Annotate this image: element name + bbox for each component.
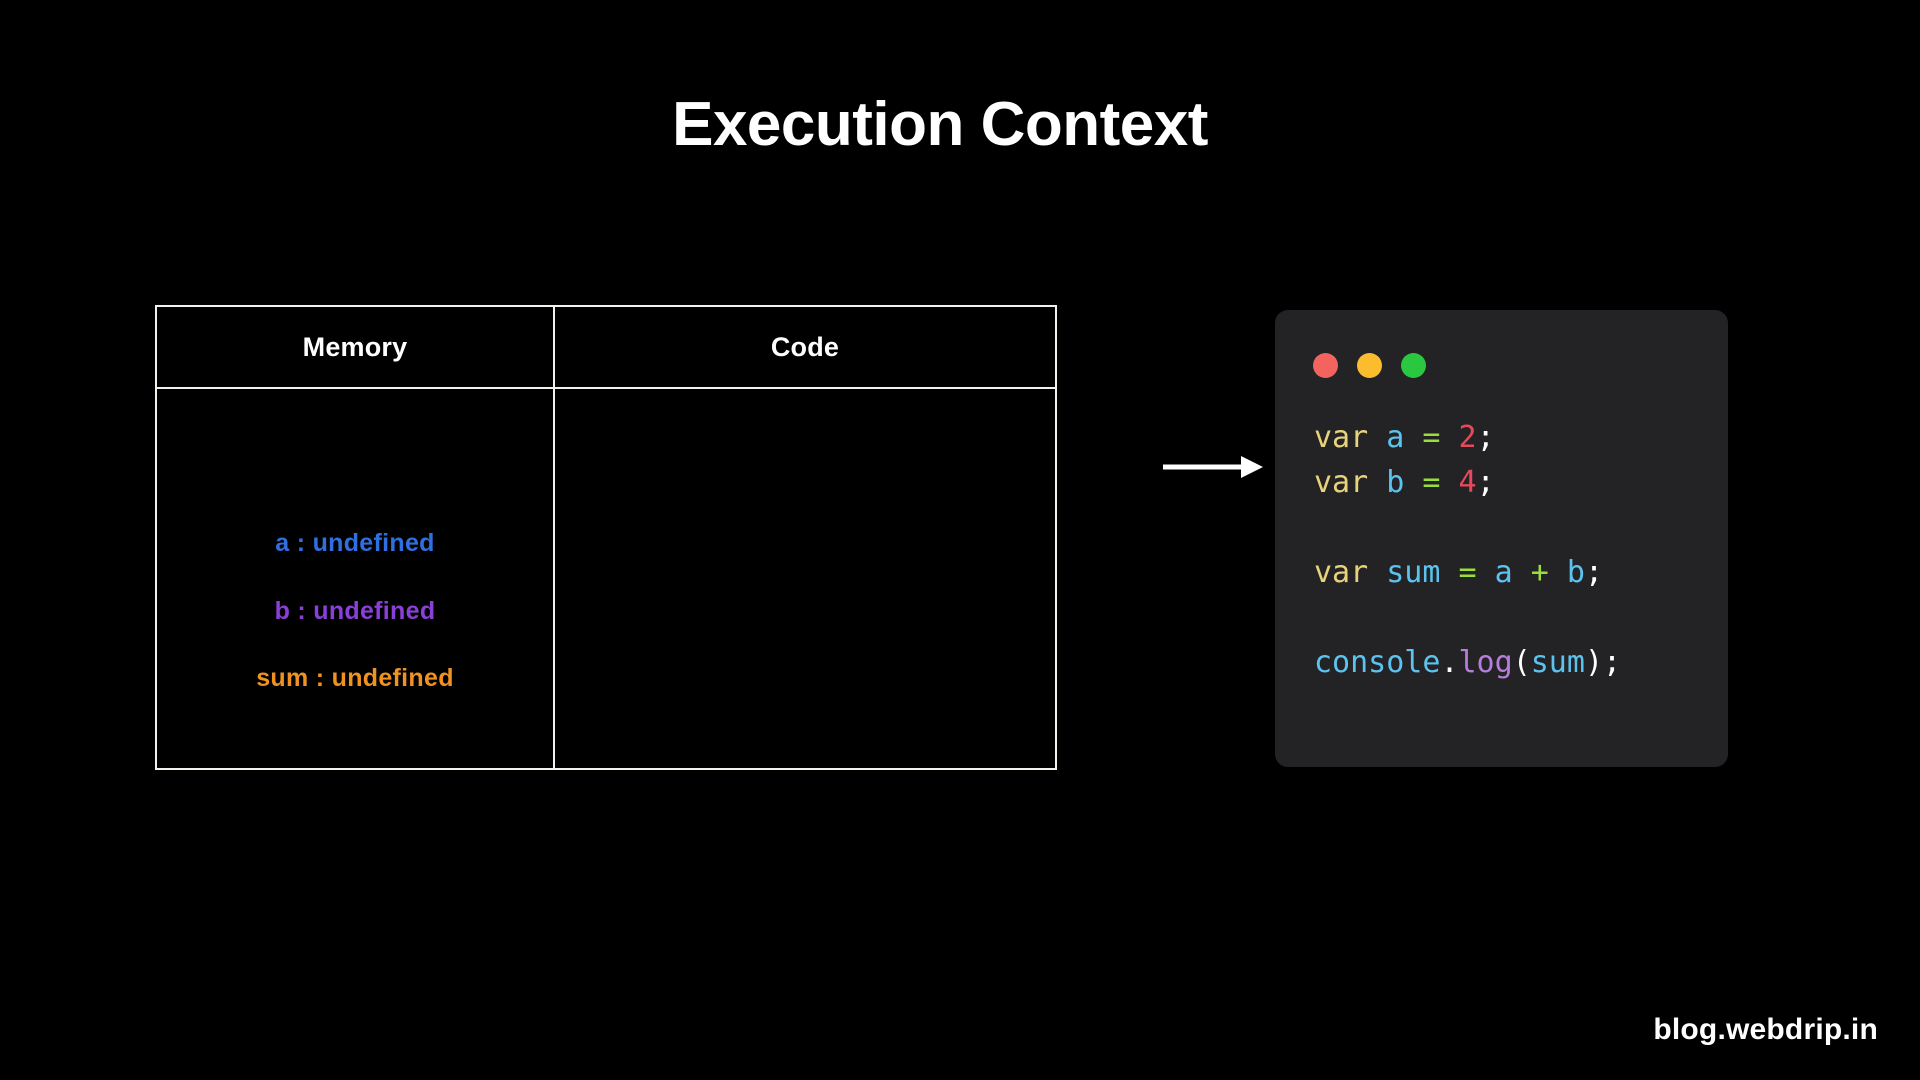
- footer-brand-label: blog.webdrip.in: [1653, 1013, 1878, 1046]
- code-token: .: [1440, 645, 1459, 680]
- code-token: console: [1314, 645, 1441, 680]
- maximize-dot-icon[interactable]: [1401, 353, 1426, 378]
- code-token: a: [1386, 420, 1405, 455]
- code-token: b: [1386, 465, 1405, 500]
- code-token: [1549, 555, 1567, 590]
- code-token: [1404, 420, 1422, 455]
- code-token: [1368, 555, 1386, 590]
- code-line-2: [1314, 505, 1718, 550]
- memory-variable-list: a : undefined b : undefined sum : undefi…: [157, 467, 553, 691]
- close-dot-icon[interactable]: [1313, 353, 1338, 378]
- code-token: ;: [1476, 420, 1495, 455]
- table-header-cell-memory: Memory: [157, 307, 555, 387]
- code-column-empty-content: [555, 389, 1055, 768]
- memory-column-header-label: Memory: [302, 331, 408, 362]
- code-token: [1513, 555, 1531, 590]
- code-editor-content[interactable]: var a = 2;var b = 4; var sum = a + b; co…: [1314, 415, 1718, 685]
- code-token: [1477, 555, 1495, 590]
- code-token: var: [1314, 555, 1369, 590]
- code-editor-window: var a = 2;var b = 4; var sum = a + b; co…: [1275, 310, 1728, 767]
- code-line-4: [1314, 595, 1718, 640]
- code-token: 2: [1458, 420, 1477, 455]
- code-token: var: [1314, 465, 1369, 500]
- code-token: =: [1422, 465, 1441, 500]
- memory-variable-a: a : undefined: [275, 528, 435, 557]
- code-token: [1440, 465, 1458, 500]
- minimize-dot-icon[interactable]: [1357, 353, 1382, 378]
- flow-arrow: [1163, 452, 1263, 482]
- code-token: sum: [1386, 555, 1441, 590]
- code-token: =: [1422, 420, 1441, 455]
- code-token: ;: [1584, 555, 1603, 590]
- code-token: [1404, 465, 1422, 500]
- code-token: (: [1512, 645, 1531, 680]
- code-token: a: [1494, 555, 1513, 590]
- code-column-cell: [555, 389, 1055, 768]
- table-body-row: a : undefined b : undefined sum : undefi…: [157, 389, 1055, 768]
- code-token: var: [1314, 420, 1369, 455]
- code-token: sum: [1530, 645, 1585, 680]
- code-token: +: [1530, 555, 1549, 590]
- code-token: [1440, 420, 1458, 455]
- table-header-cell-code: Code: [555, 307, 1055, 387]
- code-token: [1368, 465, 1386, 500]
- code-line-0: var a = 2;: [1314, 415, 1718, 460]
- code-token: 4: [1458, 465, 1477, 500]
- code-line-5: console.log(sum);: [1314, 640, 1718, 685]
- code-token: ;: [1603, 645, 1622, 680]
- execution-context-table: Memory Code a : undefined b : undefined …: [155, 305, 1057, 770]
- memory-variable-sum: sum : undefined: [256, 663, 454, 692]
- code-line-3: var sum = a + b;: [1314, 550, 1718, 595]
- code-token: [1368, 420, 1386, 455]
- code-token: ): [1584, 645, 1603, 680]
- code-token: ;: [1476, 465, 1495, 500]
- code-column-header-label: Code: [770, 331, 840, 362]
- code-token: log: [1458, 645, 1513, 680]
- memory-variable-b: b : undefined: [274, 596, 436, 625]
- table-header-row: Memory Code: [157, 307, 1055, 389]
- code-token: b: [1566, 555, 1585, 590]
- window-traffic-lights: [1313, 353, 1426, 378]
- code-line-1: var b = 4;: [1314, 460, 1718, 505]
- page-title: Execution Context: [672, 90, 1208, 159]
- memory-column-cell: a : undefined b : undefined sum : undefi…: [157, 389, 555, 768]
- code-token: [1440, 555, 1458, 590]
- code-token: =: [1458, 555, 1477, 590]
- arrow-right-icon: [1163, 456, 1263, 478]
